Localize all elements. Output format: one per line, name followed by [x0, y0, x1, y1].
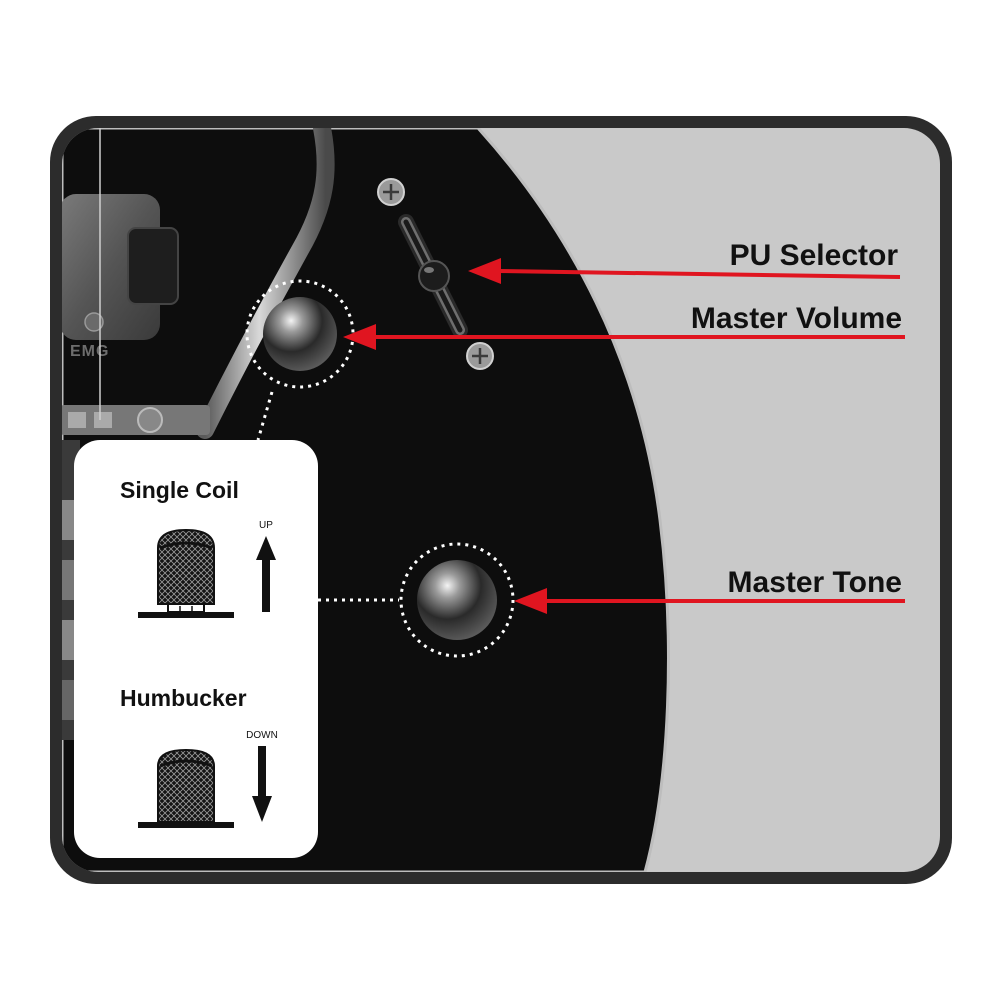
selector-screw-top-icon: [377, 178, 405, 206]
single-coil-title: Single Coil: [120, 477, 239, 503]
humbucker-knob-icon: [138, 748, 234, 828]
master-tone-knob[interactable]: [399, 542, 515, 658]
pu-selector-label: PU Selector: [730, 239, 899, 272]
pickup-logo: EMG: [70, 343, 109, 360]
pickup: EMG: [62, 194, 179, 360]
knob-mode-legend-panel: [74, 440, 318, 858]
pu-selector-arrow: [468, 258, 901, 284]
master-volume-arrow: [343, 324, 905, 350]
pu-selector-switch[interactable]: [398, 214, 468, 338]
up-label: UP: [259, 520, 273, 531]
pickup-screw-icon: [84, 312, 104, 332]
selector-screw-bottom-icon: [466, 342, 494, 370]
master-volume-label: Master Volume: [691, 302, 902, 335]
down-label: DOWN: [246, 730, 278, 741]
single-coil-knob-icon: [138, 528, 234, 618]
arrow-down-icon: [252, 746, 272, 822]
tremolo-bar: [196, 128, 335, 439]
master-tone-label: Master Tone: [728, 566, 902, 599]
master-tone-arrow: [514, 588, 905, 614]
arrow-up-icon: [256, 536, 276, 612]
pu-selector-tip[interactable]: [418, 260, 450, 292]
humbucker-title: Humbucker: [120, 685, 247, 711]
volume-connector-line: [256, 391, 274, 441]
